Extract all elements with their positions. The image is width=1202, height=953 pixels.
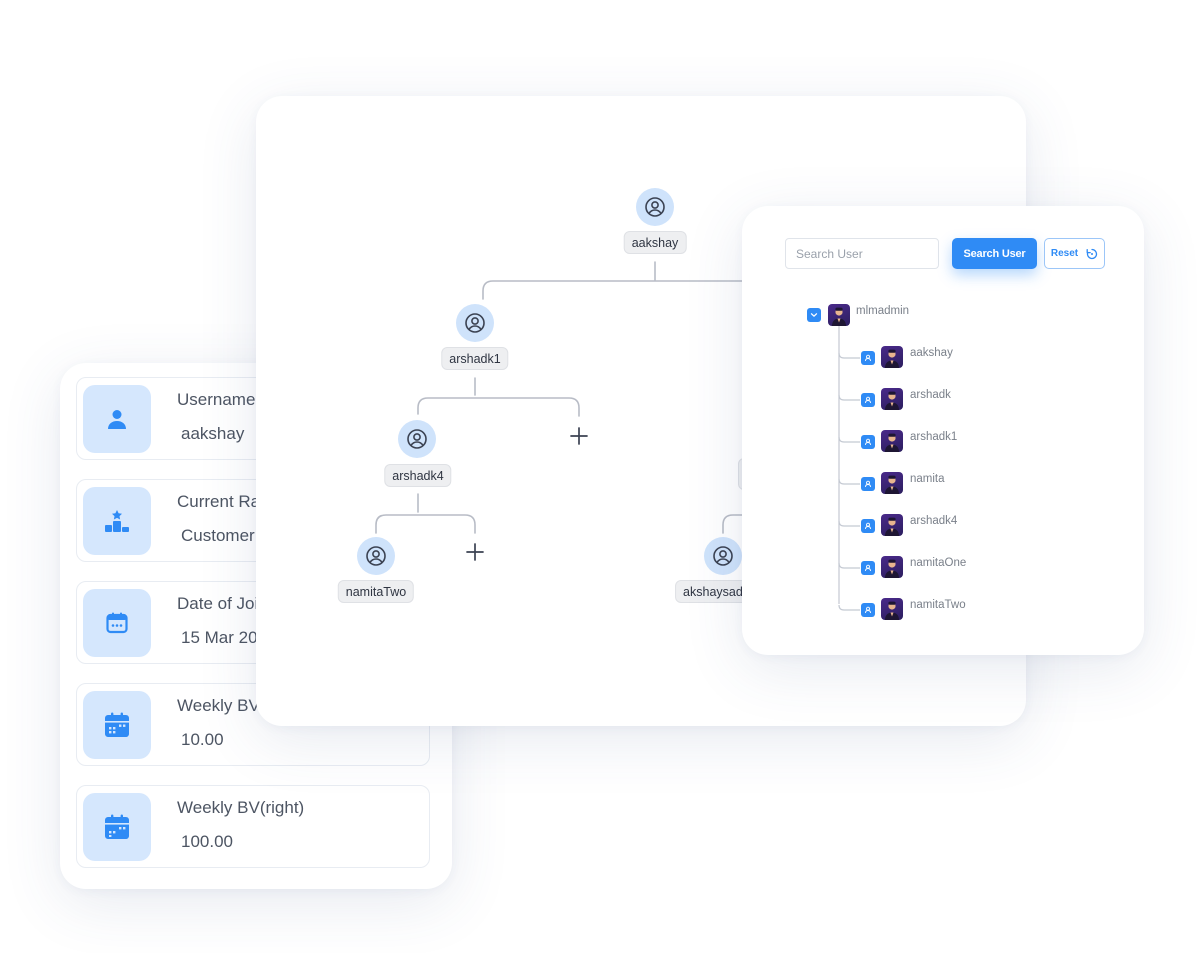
user-search-card: Search User Reset mlmadmin aakshay arsha… — [742, 206, 1144, 655]
reset-button-label: Reset — [1050, 248, 1079, 259]
user-circle-icon — [713, 546, 733, 566]
info-value: 10.00 — [181, 730, 224, 749]
expand-toggle[interactable] — [807, 308, 821, 322]
user-circle-icon — [465, 313, 485, 333]
tree-user-name: namita — [910, 473, 945, 485]
info-label: Username — [177, 390, 256, 409]
tree-user-name: arshadk1 — [910, 431, 958, 443]
tree-node-avatar[interactable] — [456, 304, 494, 342]
user-icon — [865, 396, 871, 404]
calendar-grid-icon — [83, 691, 151, 759]
user-tree-connectors — [838, 326, 860, 611]
user-icon — [865, 480, 871, 488]
tree-node-avatar[interactable] — [704, 537, 742, 575]
search-user-button[interactable]: Search User — [952, 238, 1037, 269]
user-badge — [861, 561, 875, 575]
plus-icon[interactable] — [569, 426, 589, 446]
user-avatar — [881, 346, 903, 368]
chevron-down-icon — [810, 313, 818, 317]
tree-user-name[interactable]: mlmadmin — [856, 305, 910, 317]
info-value: 100.00 — [181, 832, 233, 851]
tree-node-label[interactable]: arshadk4 — [384, 464, 452, 487]
tree-node-avatar[interactable] — [636, 188, 674, 226]
calendar-icon — [83, 589, 151, 657]
user-avatar — [881, 598, 903, 620]
user-badge — [861, 477, 875, 491]
user-badge — [861, 603, 875, 617]
user-avatar — [881, 556, 903, 578]
user-circle-icon — [645, 197, 665, 217]
info-label: Weekly BV(right) — [177, 798, 305, 817]
reset-button[interactable]: Reset — [1044, 238, 1105, 269]
reset-icon — [1086, 248, 1098, 259]
info-label: Current Rank — [177, 492, 279, 511]
tree-node-label[interactable]: arshadk1 — [441, 347, 509, 370]
tree-user-name: namitaTwo — [910, 599, 966, 611]
info-row-weekly-bv-right: Weekly BV(right) 100.00 — [76, 785, 430, 868]
tree-user-name: namitaOne — [910, 557, 967, 569]
tree-node-label[interactable]: namitaTwo — [337, 580, 415, 603]
tree-user-name: arshadk4 — [910, 515, 958, 527]
user-circle-icon — [407, 429, 427, 449]
tree-user-name: aakshay — [910, 347, 953, 359]
search-user-input[interactable] — [785, 238, 939, 269]
info-value: Customer — [181, 526, 255, 545]
user-badge — [861, 393, 875, 407]
tree-user-name: arshadk — [910, 389, 951, 401]
user-badge — [861, 351, 875, 365]
tree-connectors — [375, 261, 757, 534]
user-icon — [865, 564, 871, 572]
user-badge — [861, 435, 875, 449]
tree-node-label[interactable]: aakshay — [623, 231, 687, 254]
user-icon — [865, 522, 871, 530]
user-icon — [83, 385, 151, 453]
info-value: aakshay — [181, 424, 245, 443]
user-avatar — [881, 472, 903, 494]
user-avatar — [881, 388, 903, 410]
info-value: 15 Mar 2024 — [181, 628, 277, 647]
user-avatar — [881, 430, 903, 452]
user-avatar — [881, 514, 903, 536]
podium-icon — [83, 487, 151, 555]
tree-node-avatar[interactable] — [357, 537, 395, 575]
user-avatar — [828, 304, 850, 326]
user-icon — [865, 354, 871, 362]
calendar-grid-icon — [83, 793, 151, 861]
user-icon — [865, 438, 871, 446]
user-icon — [865, 606, 871, 614]
tree-node-avatar[interactable] — [398, 420, 436, 458]
plus-icon[interactable] — [465, 542, 485, 562]
user-badge — [861, 519, 875, 533]
user-circle-icon — [366, 546, 386, 566]
